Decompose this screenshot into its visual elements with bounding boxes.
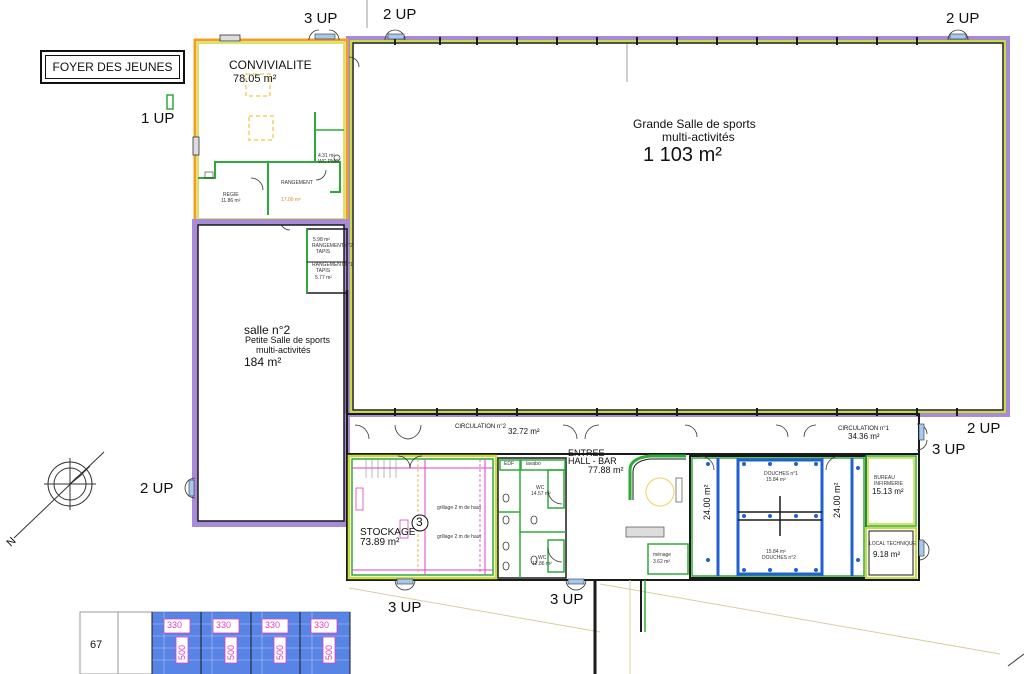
parking-length: 500 xyxy=(324,644,334,660)
circulation2-area: 32.72 m² xyxy=(508,427,540,436)
rangement1-name: RANGEMENT n°1 xyxy=(312,262,353,268)
grande-salle-outline xyxy=(346,36,1010,417)
parking-count: 67 xyxy=(90,639,103,651)
convivialite-name: CONVIVIALITE xyxy=(229,58,312,72)
entree-name-2: HALL - BAR xyxy=(568,456,617,466)
entree-area: 77.88 m² xyxy=(588,465,624,475)
parking-width: 330 xyxy=(265,620,281,630)
local-technique-outline xyxy=(865,527,917,579)
parking-length: 500 xyxy=(177,644,187,660)
foyer-title-box: FOYER DES JEUNES xyxy=(40,50,185,84)
parking-width: 330 xyxy=(216,620,232,630)
salle2-name: salle n°2 xyxy=(244,323,291,337)
rangement-area: 17.00 m² xyxy=(281,197,301,203)
douches2-area: 15.84 m² xyxy=(766,549,786,555)
stockage-badge: 3 xyxy=(416,515,423,529)
vestiaire-b-area: 24.00 m² xyxy=(832,482,842,518)
douches2-name: DOUCHES n°2 xyxy=(762,555,796,561)
parking-width: 330 xyxy=(167,620,183,630)
foyer-title: FOYER DES JEUNES xyxy=(45,55,180,79)
parking-length: 500 xyxy=(226,644,236,660)
bar-counter xyxy=(628,454,686,500)
regie-area: 11.86 m² xyxy=(221,198,241,204)
grande-salle-name-1: Grande Salle de sports xyxy=(633,117,756,131)
exit-label: 2 UP xyxy=(140,480,174,497)
bureau-area: 15.13 m² xyxy=(872,487,904,496)
rangement2-area: 5.98 m² xyxy=(313,237,330,243)
stockage-outline xyxy=(347,454,498,580)
wall-ticks xyxy=(394,37,958,416)
salle2-area: 184 m² xyxy=(244,355,282,369)
rangement1-sub: TAPIS xyxy=(316,268,331,274)
circulation2-name: CIRCULATION n°2 xyxy=(455,424,506,430)
edf-label: EDF xyxy=(504,461,514,467)
stockage-grillage-1: grillage 2 m de haut xyxy=(437,505,481,511)
wc-a-area: 14.57 m² xyxy=(531,491,551,497)
entree-name-1: ENTREE xyxy=(568,448,605,458)
local-technique-name: LOCAL TECHNIQUE xyxy=(869,541,916,547)
exit-label: 2 UP xyxy=(946,10,980,27)
rangement2-name: RANGEMENT n°2 xyxy=(312,243,353,249)
grande-salle-area: 1 103 m² xyxy=(643,144,722,166)
stockage-grillage-2: grillage 2 m de haut xyxy=(437,534,481,540)
parking-area xyxy=(79,611,351,674)
salle2-line3: multi-activités xyxy=(256,345,311,355)
circulation1-name: CIRCULATION n°1 xyxy=(838,426,889,432)
bureau-name-2: INFIRMERIE xyxy=(874,481,903,487)
bureau-name-1: BUREAU xyxy=(874,475,895,481)
lavabo-label: lavabo xyxy=(526,461,541,467)
wc-a-name: WC xyxy=(536,485,545,491)
convivialite-area: 78.05 m² xyxy=(233,73,277,85)
local-technique-area: 9.18 m² xyxy=(873,550,901,559)
exit-label: 2 UP xyxy=(967,420,1001,437)
menage-area: 3.62 m² xyxy=(653,559,670,565)
parking-length: 500 xyxy=(275,644,285,660)
exit-label: 2 UP xyxy=(383,6,417,23)
parking-width: 330 xyxy=(314,620,330,630)
rangement2-sub: TAPIS xyxy=(316,249,331,255)
menage-name: ménage xyxy=(653,552,672,558)
rangement-name: RANGEMENT xyxy=(281,180,313,186)
wc-b-name: WC xyxy=(538,555,547,561)
lower-block-outline xyxy=(346,413,920,581)
vestiaire-a-area: 24.00 m² xyxy=(702,484,712,520)
north-arrow xyxy=(13,451,105,539)
douches1-area: 15.84 m² xyxy=(766,477,786,483)
rangement1-area: 5.77 m² xyxy=(315,275,332,281)
grande-salle-name-2: multi-activités xyxy=(662,130,735,144)
stockage-area: 73.89 m² xyxy=(360,537,400,548)
exit-label: 3 UP xyxy=(550,591,584,608)
wc-b-area: 12.86 m² xyxy=(532,561,552,567)
douches1-name: DOUCHES n°1 xyxy=(764,471,798,477)
stockage-badge-circle xyxy=(411,514,429,532)
regie-name: REGIE xyxy=(223,192,239,198)
stockage-name: STOCKAGE xyxy=(360,527,416,538)
salle2-line2: Petite Salle de sports xyxy=(245,335,331,345)
circulation1-area: 34.36 m² xyxy=(848,432,880,441)
bureau-outline xyxy=(865,455,917,527)
exit-label: 1 UP xyxy=(141,110,175,127)
exit-label: 3 UP xyxy=(932,441,966,458)
exit-label: 3 UP xyxy=(304,10,338,27)
exit-label: 3 UP xyxy=(388,599,422,616)
wc-pmr-area: 4.31 m² xyxy=(318,153,335,159)
wc-pmr-name: WC PMR xyxy=(318,159,339,165)
